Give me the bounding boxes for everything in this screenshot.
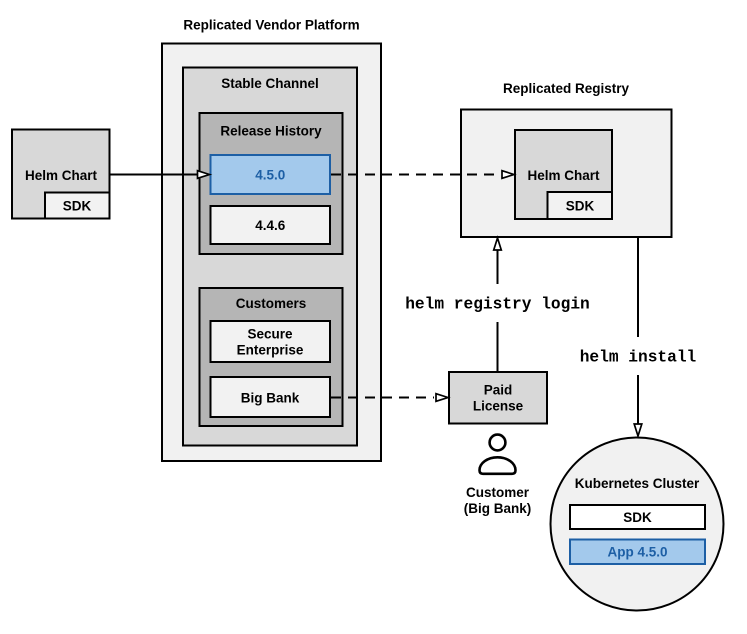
svg-text:Replicated Vendor Platform: Replicated Vendor Platform <box>183 18 359 33</box>
svg-text:Helm Chart: Helm Chart <box>25 168 98 183</box>
svg-text:Replicated Registry: Replicated Registry <box>503 81 630 96</box>
svg-text:Enterprise: Enterprise <box>237 342 304 357</box>
svg-text:Secure: Secure <box>247 326 293 341</box>
svg-text:Release History: Release History <box>220 124 322 139</box>
svg-text:Helm Chart: Helm Chart <box>527 168 600 183</box>
svg-text:Paid: Paid <box>484 382 513 397</box>
svg-text:Kubernetes Cluster: Kubernetes Cluster <box>575 476 700 491</box>
svg-text:helm registry login: helm registry login <box>405 296 590 314</box>
svg-text:SDK: SDK <box>623 510 652 525</box>
svg-text:Stable Channel: Stable Channel <box>221 76 319 91</box>
svg-text:helm install: helm install <box>580 349 697 367</box>
svg-text:4.5.0: 4.5.0 <box>255 167 285 182</box>
svg-text:Customers: Customers <box>236 296 307 311</box>
svg-text:Customer: Customer <box>466 485 530 500</box>
svg-text:Big Bank: Big Bank <box>241 390 300 405</box>
svg-text:App 4.5.0: App 4.5.0 <box>607 545 667 560</box>
svg-text:SDK: SDK <box>63 199 92 214</box>
svg-text:(Big Bank): (Big Bank) <box>464 501 532 516</box>
svg-text:License: License <box>473 398 524 413</box>
svg-text:4.4.6: 4.4.6 <box>255 218 286 233</box>
svg-text:SDK: SDK <box>566 199 595 214</box>
